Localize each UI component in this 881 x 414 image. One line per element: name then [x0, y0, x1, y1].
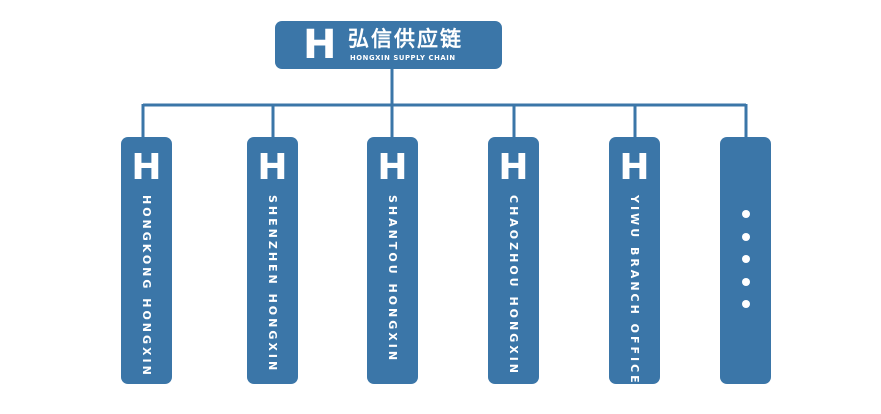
- branch-name: CHAOZHOU HONGXIN: [507, 195, 520, 377]
- branch-node-chaozhou: H CHAOZHOU HONGXIN: [488, 137, 539, 384]
- branch-name: YIWU BRANCH OFFICE: [628, 195, 641, 384]
- branch-node-shenzhen: H SHENZHEN HONGXIN: [247, 137, 298, 384]
- branch-name: HONGKONG HONGXIN: [140, 195, 153, 378]
- branch-name: SHANTOU HONGXIN: [386, 195, 399, 364]
- dot: [742, 232, 750, 241]
- branch-name: SHENZHEN HONGXIN: [266, 195, 279, 374]
- ellipsis-vertical-icon: [742, 210, 750, 323]
- root-subtitle: HONGXIN SUPPLY CHAIN: [350, 54, 456, 62]
- root-title: 弘信供应链: [348, 27, 463, 51]
- root-node-hongxin-supply-chain: H 弘信供应链 HONGXIN SUPPLY CHAIN: [275, 21, 502, 69]
- branch-node-yiwu: H YIWU BRANCH OFFICE: [609, 137, 660, 384]
- dot: [742, 210, 750, 218]
- dot: [742, 255, 750, 263]
- hongxin-logo-icon: H: [257, 147, 288, 188]
- hongxin-logo-icon: H: [498, 147, 529, 188]
- branch-node-hongkong: H HONGKONG HONGXIN: [121, 137, 172, 384]
- hongxin-logo-icon: H: [303, 22, 337, 68]
- hongxin-logo-icon: H: [377, 147, 408, 188]
- branch-node-shantou: H SHANTOU HONGXIN: [367, 137, 418, 384]
- hongxin-logo-icon: H: [619, 147, 650, 188]
- branch-node-more: [720, 137, 771, 384]
- dot: [742, 300, 750, 308]
- dot: [742, 277, 750, 286]
- hongxin-logo-icon: H: [131, 147, 162, 188]
